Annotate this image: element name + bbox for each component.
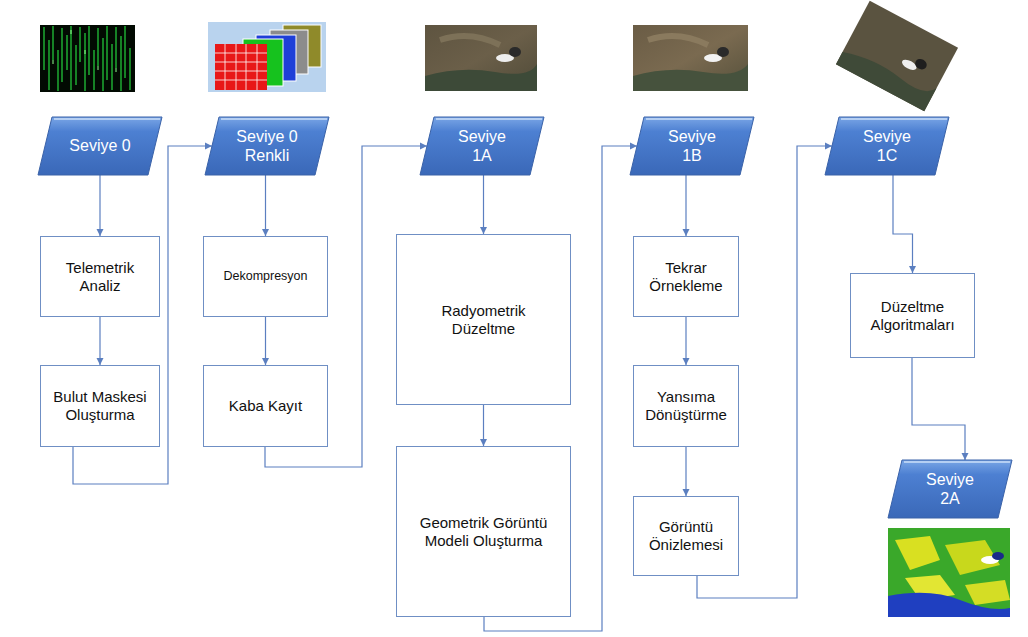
text-block: Seviye 1B <box>660 127 724 165</box>
step-label: Geometrik Görüntü Modeli Oluşturma <box>409 514 559 550</box>
flow-arrow <box>99 317 100 365</box>
step-label: Düzeltme Algoritmaları <box>855 298 970 334</box>
step-label: Tekrar Örnekleme <box>640 259 732 295</box>
flow-arrow <box>685 175 686 236</box>
text-block: Görüntü Önizlemesi <box>640 518 732 554</box>
flow-arrow <box>483 405 484 446</box>
data-shape <box>888 460 1012 518</box>
text-block: Dekompresyon <box>223 269 307 284</box>
level-parallelogram: Seviye 2A <box>888 460 1012 518</box>
text-block: Seviye 0 <box>69 136 130 155</box>
step-label: Kaba Kayıt <box>229 397 302 415</box>
level-label: Seviye 1C <box>855 127 919 165</box>
level-label: Seviye 1A <box>450 127 514 165</box>
text-block: Tekrar Örnekleme <box>640 259 732 295</box>
step-label: Dekompresyon <box>223 269 307 284</box>
flow-arrow <box>265 317 266 365</box>
text-block: Seviye 2A <box>918 470 982 508</box>
text-block: Geometrik Görüntü Modeli Oluşturma <box>409 514 559 550</box>
telemetry-image <box>40 25 135 92</box>
step-label: Telemetrik Analiz <box>45 259 155 295</box>
flow-arrow <box>685 317 686 365</box>
process-box: Dekompresyon <box>203 236 328 317</box>
process-box: Geometrik Görüntü Modeli Oluşturma <box>396 446 571 617</box>
classified-map-image <box>888 528 1010 617</box>
level-label: Seviye 0 Renkli <box>235 127 299 165</box>
data-shape <box>420 117 544 175</box>
text-block: Seviye 1A <box>450 127 514 165</box>
step-label: Bulut Maskesi Oluşturma <box>45 388 155 424</box>
process-box: Yansıma Dönüştürme <box>633 365 739 447</box>
process-box: Bulut Maskesi Oluşturma <box>40 365 160 447</box>
process-box: Düzeltme Algoritmaları <box>850 273 975 358</box>
text-block: Kaba Kayıt <box>229 397 302 415</box>
level-label: Seviye 2A <box>918 470 982 508</box>
color-bands-image <box>208 22 326 92</box>
text-block: Seviye 0 Renkli <box>235 127 299 165</box>
text-block: Yansıma Dönüştürme <box>640 388 732 424</box>
level-parallelogram: Seviye 1B <box>630 117 754 175</box>
process-box: Radyometrik Düzeltme <box>396 234 571 405</box>
flow-arrow <box>265 175 266 236</box>
data-shape <box>630 117 754 175</box>
level-parallelogram: Seviye 0 <box>38 117 162 175</box>
satellite-image <box>425 25 537 91</box>
flow-arrow <box>685 447 686 496</box>
process-box: Telemetrik Analiz <box>40 236 160 317</box>
flow-arrow <box>893 175 913 273</box>
satellite-image <box>633 25 748 91</box>
data-shape <box>825 117 949 175</box>
step-label: Yansıma Dönüştürme <box>640 388 732 424</box>
text-block: Telemetrik Analiz <box>45 259 155 295</box>
level-parallelogram: Seviye 0 Renkli <box>205 117 329 175</box>
flow-arrow <box>99 175 100 236</box>
process-box: Tekrar Örnekleme <box>633 236 739 317</box>
process-box: Kaba Kayıt <box>203 365 328 447</box>
level-parallelogram: Seviye 1C <box>825 117 949 175</box>
step-label: Radyometrik Düzeltme <box>409 302 559 338</box>
text-block: Düzeltme Algoritmaları <box>855 298 970 334</box>
rotated-image <box>836 1 958 112</box>
flow-arrow <box>912 358 965 460</box>
level-label: Seviye 1B <box>660 127 724 165</box>
text-block: Bulut Maskesi Oluşturma <box>45 388 155 424</box>
data-shape <box>205 117 329 175</box>
step-label: Görüntü Önizlemesi <box>640 518 732 554</box>
level-parallelogram: Seviye 1A <box>420 117 544 175</box>
level-label: Seviye 0 <box>69 136 130 155</box>
text-block: Seviye 1C <box>855 127 919 165</box>
text-block: Radyometrik Düzeltme <box>409 302 559 338</box>
flow-arrow <box>483 175 484 234</box>
process-box: Görüntü Önizlemesi <box>633 496 739 576</box>
